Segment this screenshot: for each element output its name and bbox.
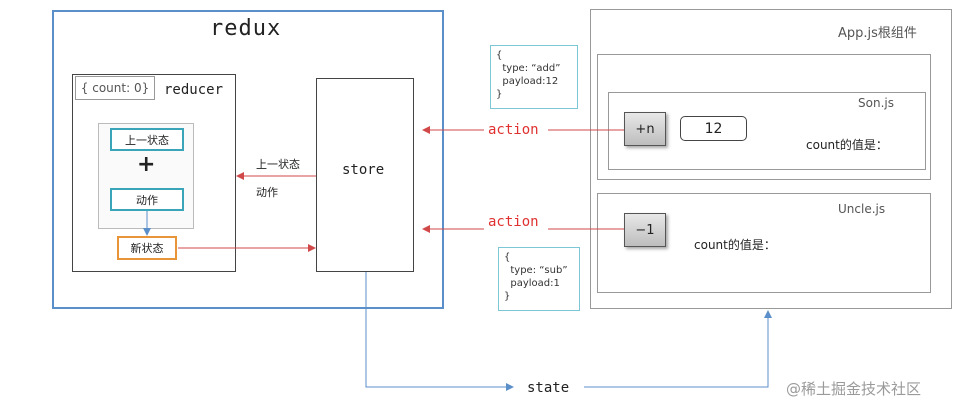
app-frame	[590, 9, 952, 309]
action-box: 动作	[110, 188, 184, 211]
reducer-label: reducer	[164, 82, 224, 98]
reducer-box	[72, 74, 236, 272]
uncle-component-box	[597, 193, 931, 293]
minus-one-button[interactable]: −1	[624, 213, 666, 247]
son-title: Son.js	[858, 96, 894, 110]
arrow-label-action: 动作	[256, 186, 278, 199]
son-component-box	[608, 92, 926, 170]
store-label: store	[342, 162, 385, 178]
payload-add-box: { type: “add” payload:12 }	[490, 45, 578, 109]
app-title: App.js根组件	[838, 26, 917, 41]
prev-state-box: 上一状态	[110, 128, 184, 151]
store-box	[316, 78, 414, 272]
uncle-title: Uncle.js	[838, 202, 886, 216]
plus-n-button[interactable]: +n	[624, 112, 666, 146]
arrow-label-prev-state: 上一状态	[256, 158, 300, 171]
uncle-count-label: count的值是：	[694, 238, 776, 252]
watermark: @稀土掘金技术社区	[786, 380, 922, 398]
initial-state-box: { count: 0}	[75, 76, 155, 100]
arrow-state-to-app	[584, 310, 772, 388]
arrow-store-to-state	[365, 272, 514, 391]
state-label: state	[527, 380, 570, 396]
son-outer-box	[597, 54, 931, 180]
payload-sub-box: { type: “sub” payload:1 }	[498, 247, 580, 311]
son-count-label: count的值是：	[806, 138, 888, 152]
action-label-top: action	[488, 122, 539, 138]
redux-title: redux	[210, 16, 282, 41]
new-state-box: 新状态	[117, 236, 177, 260]
redux-frame	[52, 10, 444, 309]
action-label-bottom: action	[488, 214, 539, 230]
value-input[interactable]: 12	[680, 116, 747, 141]
plus-sign: +	[137, 152, 156, 177]
